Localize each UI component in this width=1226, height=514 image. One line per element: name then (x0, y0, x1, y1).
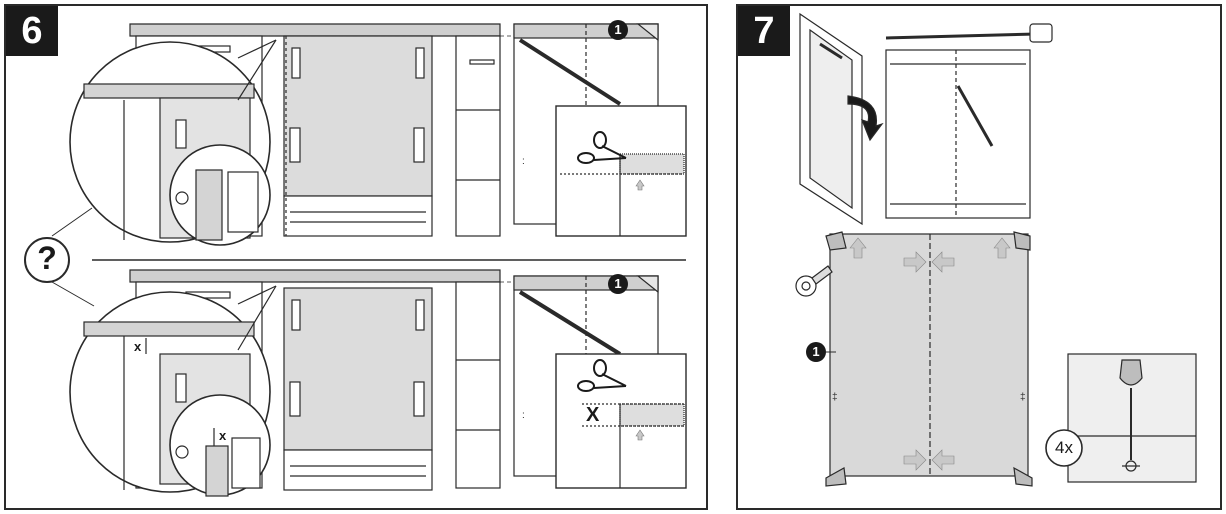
svg-text::: : (522, 156, 525, 167)
marker-1-template (806, 342, 826, 362)
measuring-tape-icon (885, 23, 1053, 43)
screwdriver-detail (1067, 353, 1197, 483)
repeat-count-badge (1045, 429, 1083, 467)
zoom-detail-bottom (69, 285, 277, 497)
svg-text:‡: ‡ (1020, 392, 1026, 403)
dishwasher-bottom (283, 287, 433, 491)
furniture-door (799, 12, 863, 226)
arrow-right-icon (903, 251, 927, 273)
svg-text:‡: ‡ (832, 392, 838, 403)
gap-label-x-zoom: x (134, 339, 142, 354)
arrow-up-icon (993, 237, 1011, 259)
arrow-left-icon (931, 449, 955, 471)
svg-text::: : (522, 410, 525, 421)
scissors-icon (577, 131, 627, 164)
adhesive-sheet-top: : (513, 23, 687, 237)
arrow-right-icon (903, 449, 927, 471)
marker-1-label-top: 1 (614, 22, 622, 37)
scissors-icon (577, 359, 627, 392)
marker-1-label-template: 1 (812, 344, 820, 359)
arrow-up-icon (635, 429, 645, 441)
zoom-detail-top (69, 39, 277, 246)
gap-label-x-cut: X (586, 404, 600, 426)
arrow-up-icon (849, 237, 867, 259)
adhesive-template (825, 231, 1033, 487)
marker-1-top (608, 20, 628, 40)
step-6-badge: 6 (6, 6, 58, 56)
marker-1-bottom (608, 274, 628, 294)
arrow-up-icon (635, 179, 645, 191)
arrow-left-icon (931, 251, 955, 273)
question-mark-label: ? (37, 240, 57, 276)
repeat-count-label: 4x (1055, 438, 1073, 457)
gap-label-x-detail: x (219, 428, 227, 443)
step-7-badge: 7 (738, 6, 790, 56)
measurement-sheet (885, 49, 1031, 219)
marker-1-label-bottom: 1 (614, 276, 622, 291)
flip-arrow-icon (847, 95, 884, 142)
dishwasher-top (283, 35, 433, 237)
tape-roll-icon (795, 265, 833, 297)
question-mark-icon (24, 237, 70, 283)
